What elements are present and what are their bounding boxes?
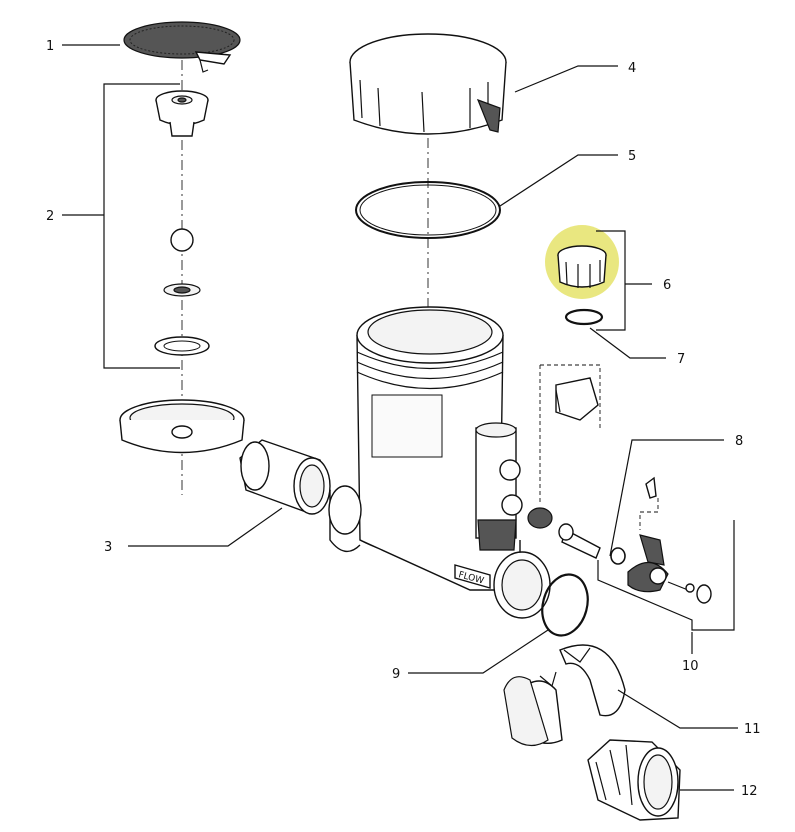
part-4-lid[interactable] [349, 33, 507, 135]
callout-4: 4 [628, 61, 636, 76]
part-6-small-cap-highlighted[interactable] [545, 225, 619, 299]
callout-5: 5 [628, 149, 636, 164]
bracket-2 [103, 83, 180, 369]
part-7-small-o-ring[interactable] [564, 308, 604, 326]
part-5-o-ring[interactable] [355, 181, 501, 239]
callout-labels: 1 2 3 4 5 6 7 8 9 10 11 12 [46, 39, 761, 799]
part-9-o-ring[interactable] [536, 569, 595, 640]
leader-dash-a [540, 364, 601, 430]
callout-1: 1 [46, 39, 54, 54]
callout-2: 2 [46, 209, 54, 224]
callout-6: 6 [663, 278, 671, 293]
leader-dash-c [639, 498, 659, 530]
part-2-valve-assembly[interactable] [154, 90, 210, 356]
callout-11: 11 [744, 722, 761, 737]
basket-ring[interactable] [119, 399, 245, 454]
leader-lines [62, 44, 738, 791]
part-3-pipe-adapter[interactable] [239, 439, 331, 515]
callout-7: 7 [677, 352, 685, 367]
callout-12: 12 [741, 784, 758, 799]
callout-8: 8 [735, 434, 743, 449]
main-body-canister[interactable]: FLOW [328, 306, 551, 619]
part-11-union-nut[interactable] [503, 644, 626, 747]
part-12-threaded-coupling[interactable] [587, 739, 681, 821]
part-8-valve-handle[interactable] [527, 377, 712, 604]
bracket-10 [597, 520, 735, 631]
callout-9: 9 [392, 667, 400, 682]
bracket-6 [596, 230, 626, 331]
part-1-grille-cap[interactable] [123, 21, 241, 73]
callout-3: 3 [104, 540, 112, 555]
callout-10: 10 [682, 659, 699, 674]
